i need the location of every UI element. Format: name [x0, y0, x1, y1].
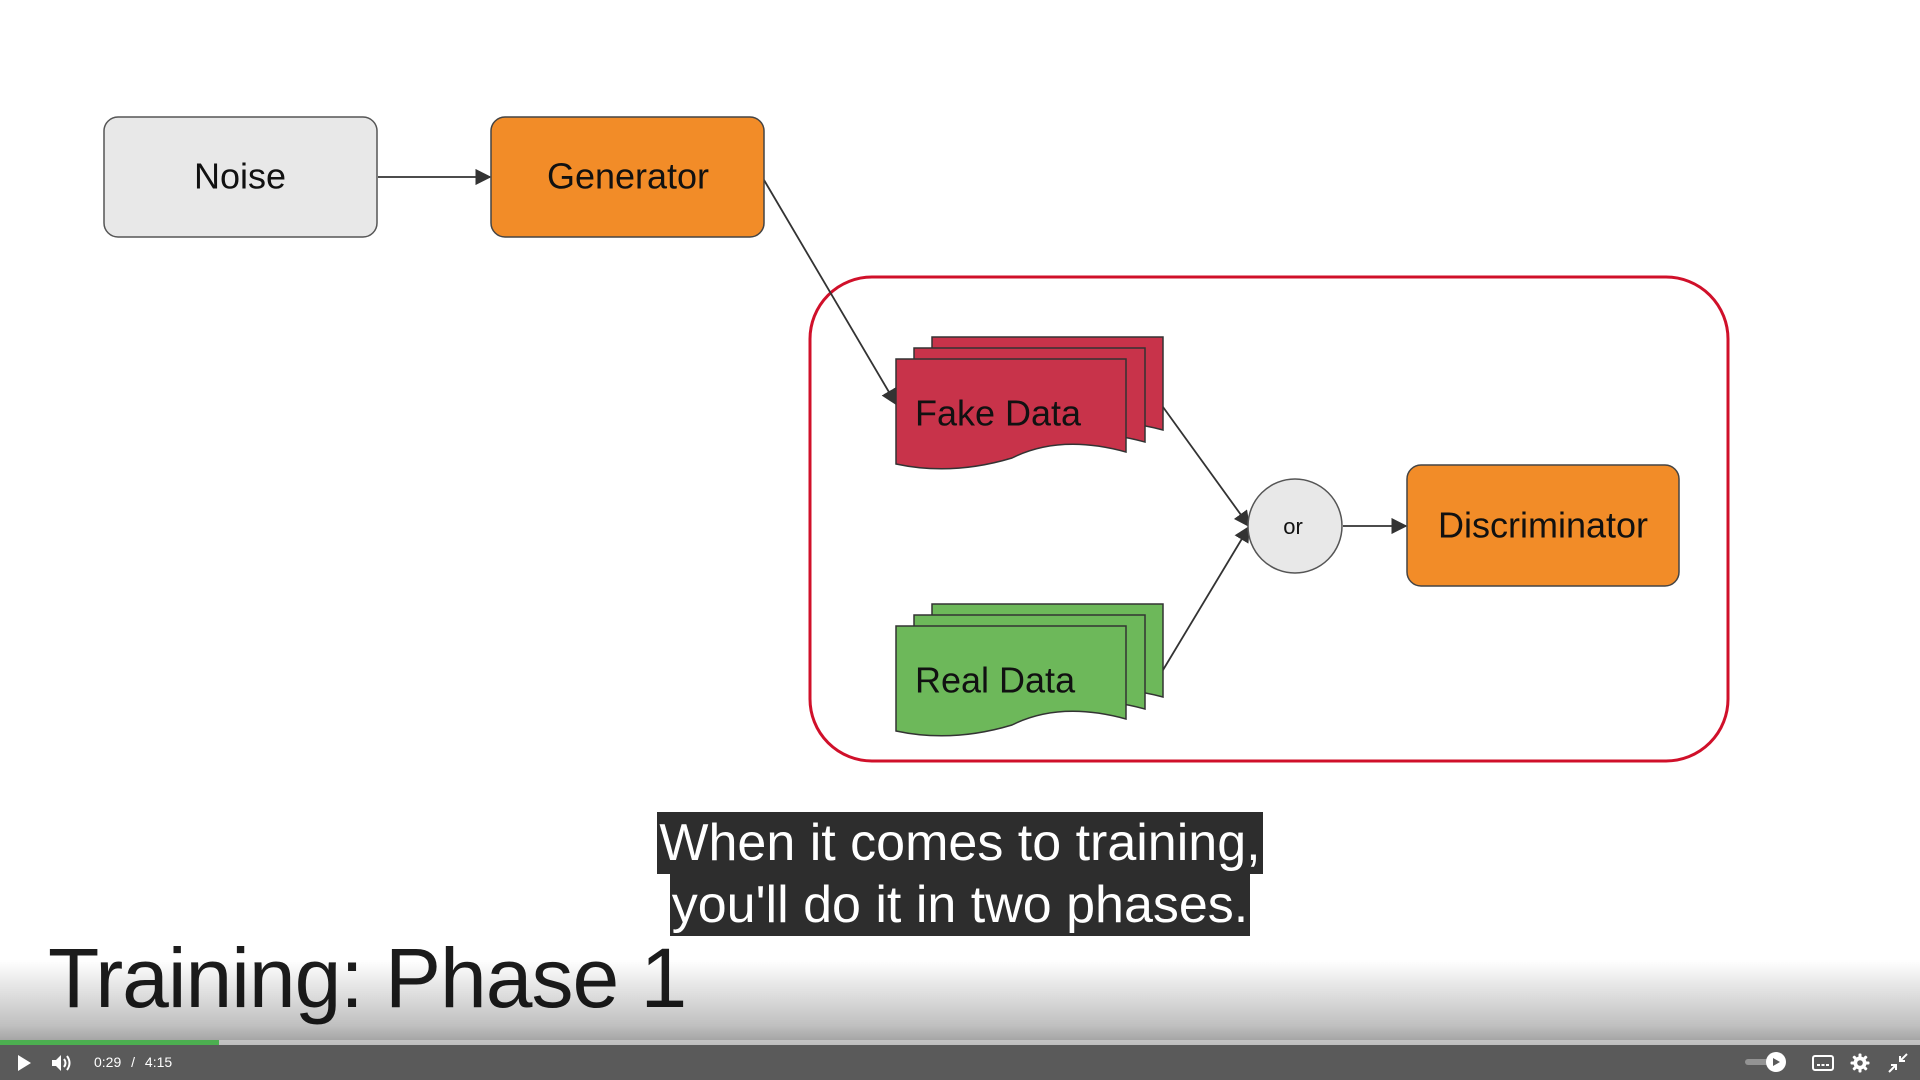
captions-icon: [1812, 1054, 1834, 1071]
play-button[interactable]: [10, 1045, 38, 1080]
toggle-knob[interactable]: [1766, 1052, 1786, 1072]
progress-bar[interactable]: [0, 1040, 1920, 1045]
time-display: 0:29 / 4:15: [94, 1045, 172, 1080]
fake-data-label: Fake Data: [915, 393, 1082, 434]
real-to-or-arrow: [1162, 525, 1250, 671]
time-separator: /: [131, 1054, 136, 1070]
real-data-label: Real Data: [915, 660, 1076, 701]
or-node: or: [1247, 478, 1343, 574]
fake-data-node: Fake Data: [895, 336, 1164, 470]
generator-node: Generator: [490, 116, 765, 238]
captions-button[interactable]: [1806, 1045, 1840, 1080]
toggle-icon: [1773, 1058, 1780, 1066]
caption-line-2: you'll do it in two phases.: [669, 874, 1251, 936]
fake-to-or-arrow: [1162, 406, 1250, 528]
settings-button[interactable]: [1844, 1045, 1876, 1080]
or-label: or: [1283, 514, 1303, 539]
real-data-node: Real Data: [895, 603, 1164, 737]
duration: 4:15: [144, 1054, 173, 1070]
caption-line-1: When it comes to training,: [657, 812, 1263, 874]
volume-button[interactable]: [46, 1045, 78, 1080]
generator-label: Generator: [547, 156, 709, 197]
settings-icon: [1850, 1053, 1870, 1072]
discriminator-node: Discriminator: [1406, 464, 1680, 587]
slide-title: Training: Phase 1: [48, 931, 687, 1025]
discriminator-label: Discriminator: [1438, 505, 1648, 546]
generator-to-fake-arrow: [763, 179, 897, 406]
current-time: 0:29: [94, 1054, 122, 1070]
exit-fullscreen-icon: [1888, 1052, 1908, 1073]
toggle-track[interactable]: [1745, 1059, 1779, 1065]
volume-icon: [52, 1054, 71, 1071]
play-icon: [18, 1054, 31, 1071]
noise-node: Noise: [103, 116, 378, 238]
exit-fullscreen-button[interactable]: [1882, 1045, 1914, 1080]
player-controls: 0:29 / 4:15: [0, 1045, 1920, 1080]
discriminator-training-region: [808, 275, 1730, 763]
subtitle-caption: When it comes to training, you'll do it …: [0, 812, 1920, 936]
noise-label: Noise: [194, 156, 286, 197]
progress-fill: [0, 1040, 219, 1045]
